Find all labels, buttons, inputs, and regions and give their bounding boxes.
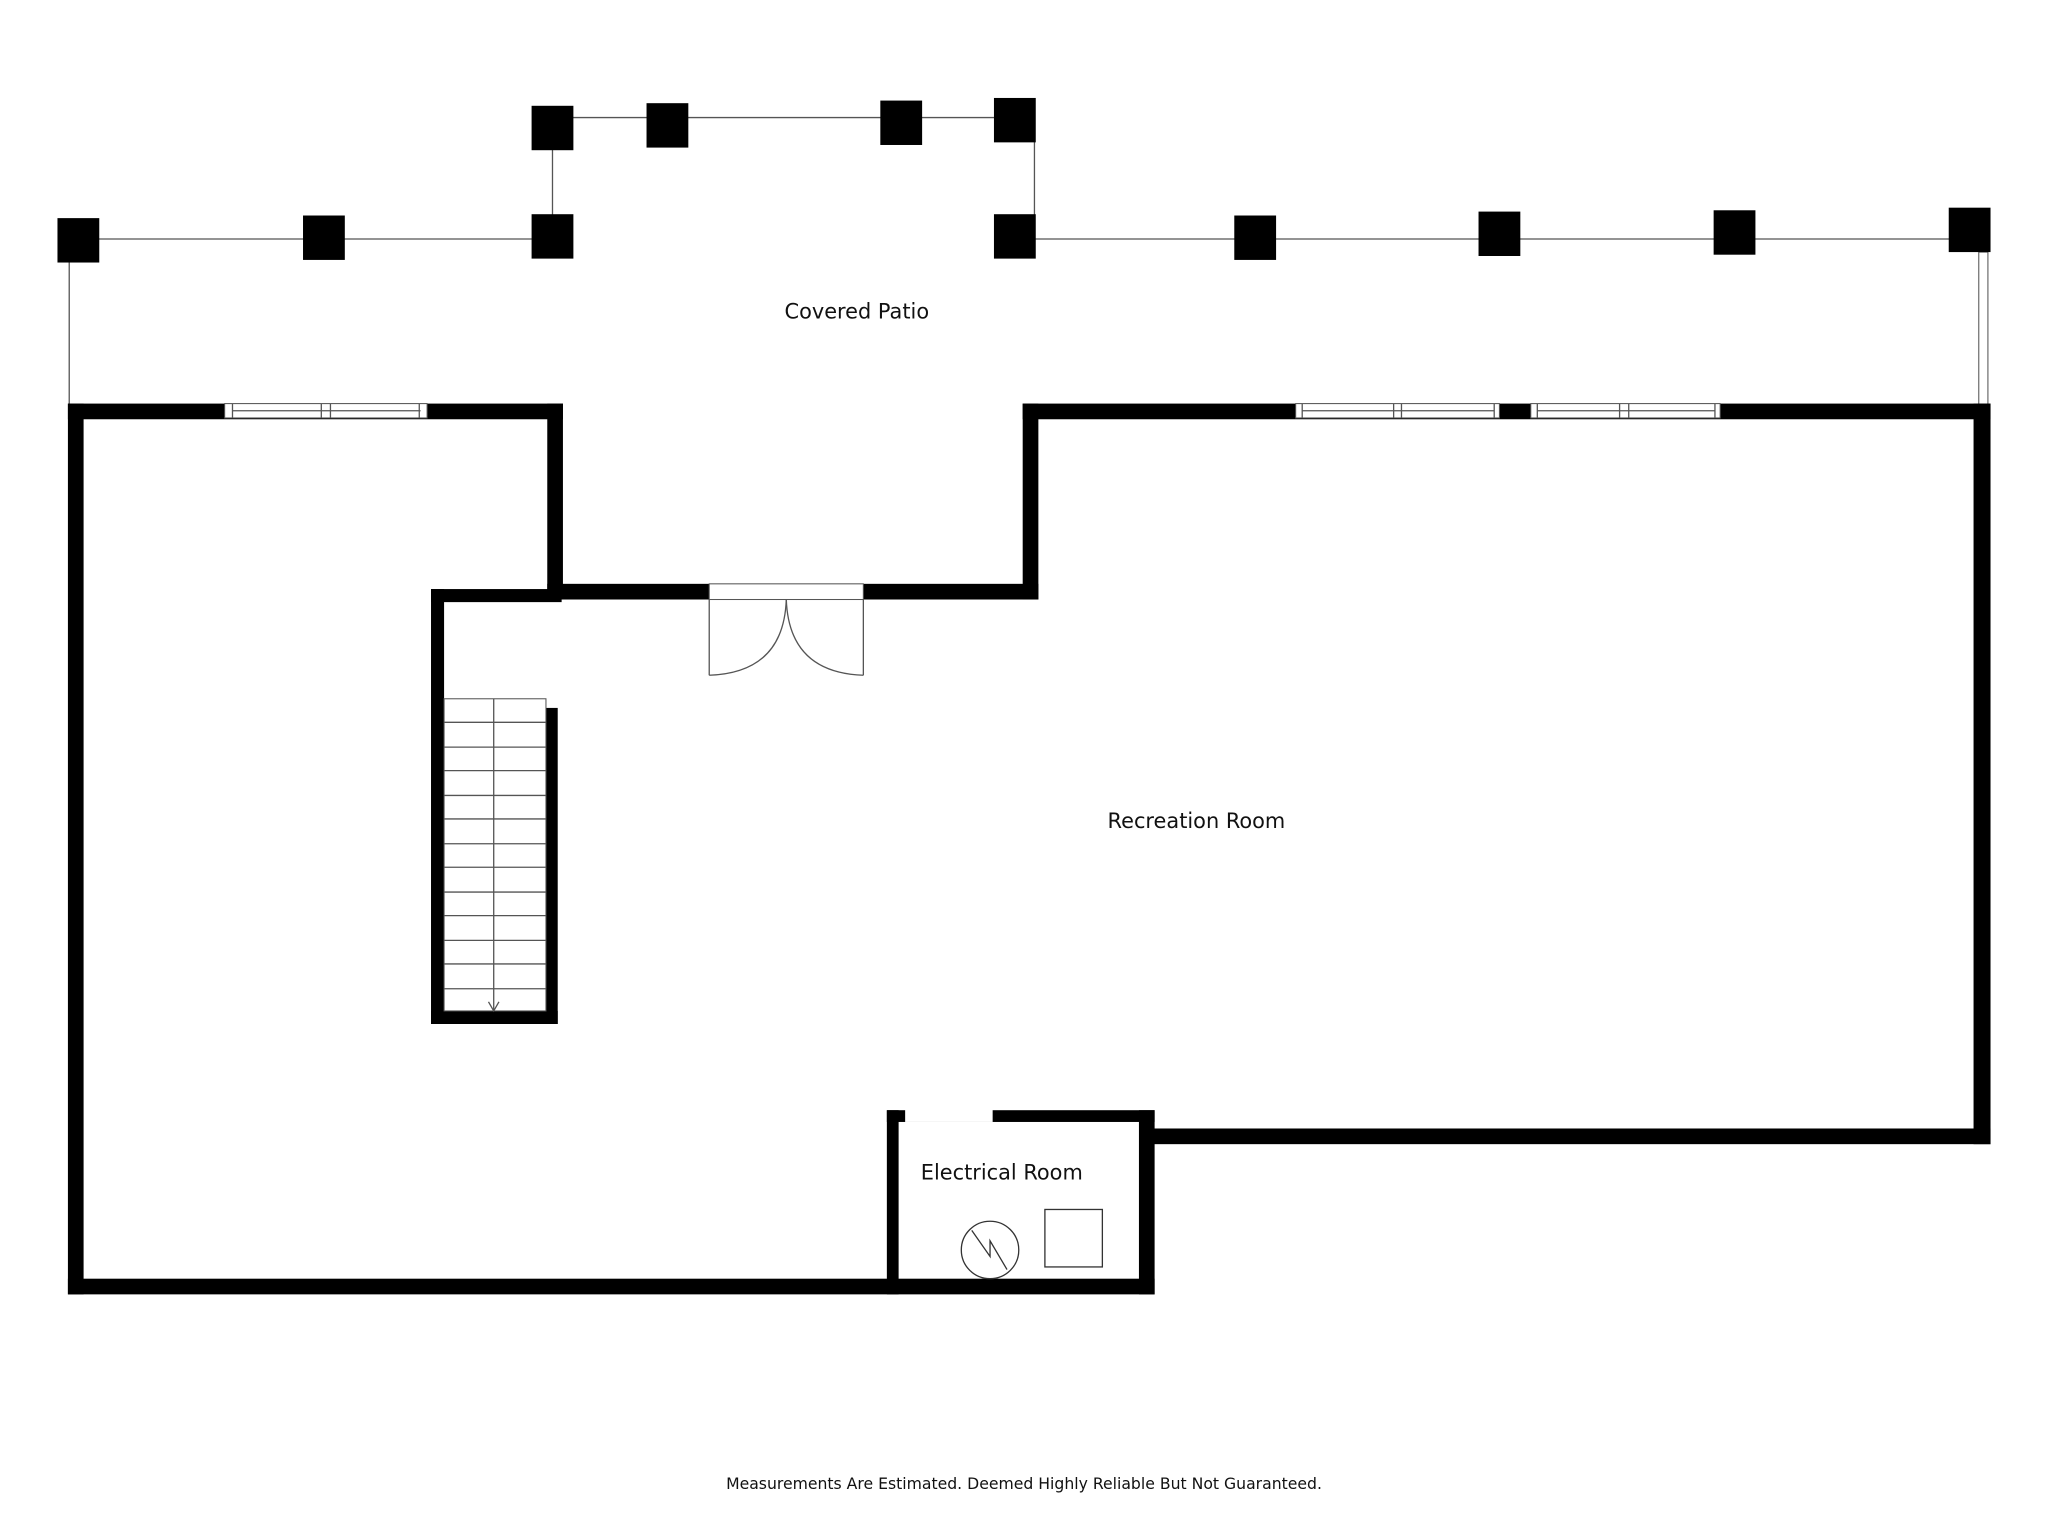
post	[1713, 210, 1756, 255]
post	[646, 103, 689, 148]
post	[993, 97, 1036, 143]
post	[1234, 215, 1277, 260]
window-right-2	[1530, 403, 1721, 419]
windows	[224, 403, 1721, 419]
stairs-down-arrow-icon	[487, 1001, 500, 1013]
post	[303, 215, 345, 260]
electrical-fixtures	[905, 1108, 1104, 1280]
post	[531, 214, 574, 259]
double-door	[708, 583, 864, 676]
window-left	[224, 403, 428, 419]
post	[880, 100, 923, 145]
post	[57, 218, 100, 263]
water-heater-icon	[960, 1220, 1020, 1280]
room-label-electrical-room: Electrical Room	[921, 1160, 1083, 1184]
post	[1478, 211, 1521, 256]
disclaimer-text: Measurements Are Estimated. Deemed Highl…	[726, 1474, 1322, 1493]
room-label-covered-patio: Covered Patio	[785, 300, 930, 324]
room-label-recreation-room: Recreation Room	[1108, 809, 1286, 833]
post	[993, 214, 1036, 259]
furnace-icon	[1044, 1208, 1104, 1268]
patio-railing	[68, 116, 1989, 406]
stairs	[443, 698, 547, 1013]
patio-posts	[57, 97, 1991, 263]
post	[531, 105, 574, 151]
post	[1948, 207, 1991, 253]
window-right-1	[1295, 403, 1500, 419]
